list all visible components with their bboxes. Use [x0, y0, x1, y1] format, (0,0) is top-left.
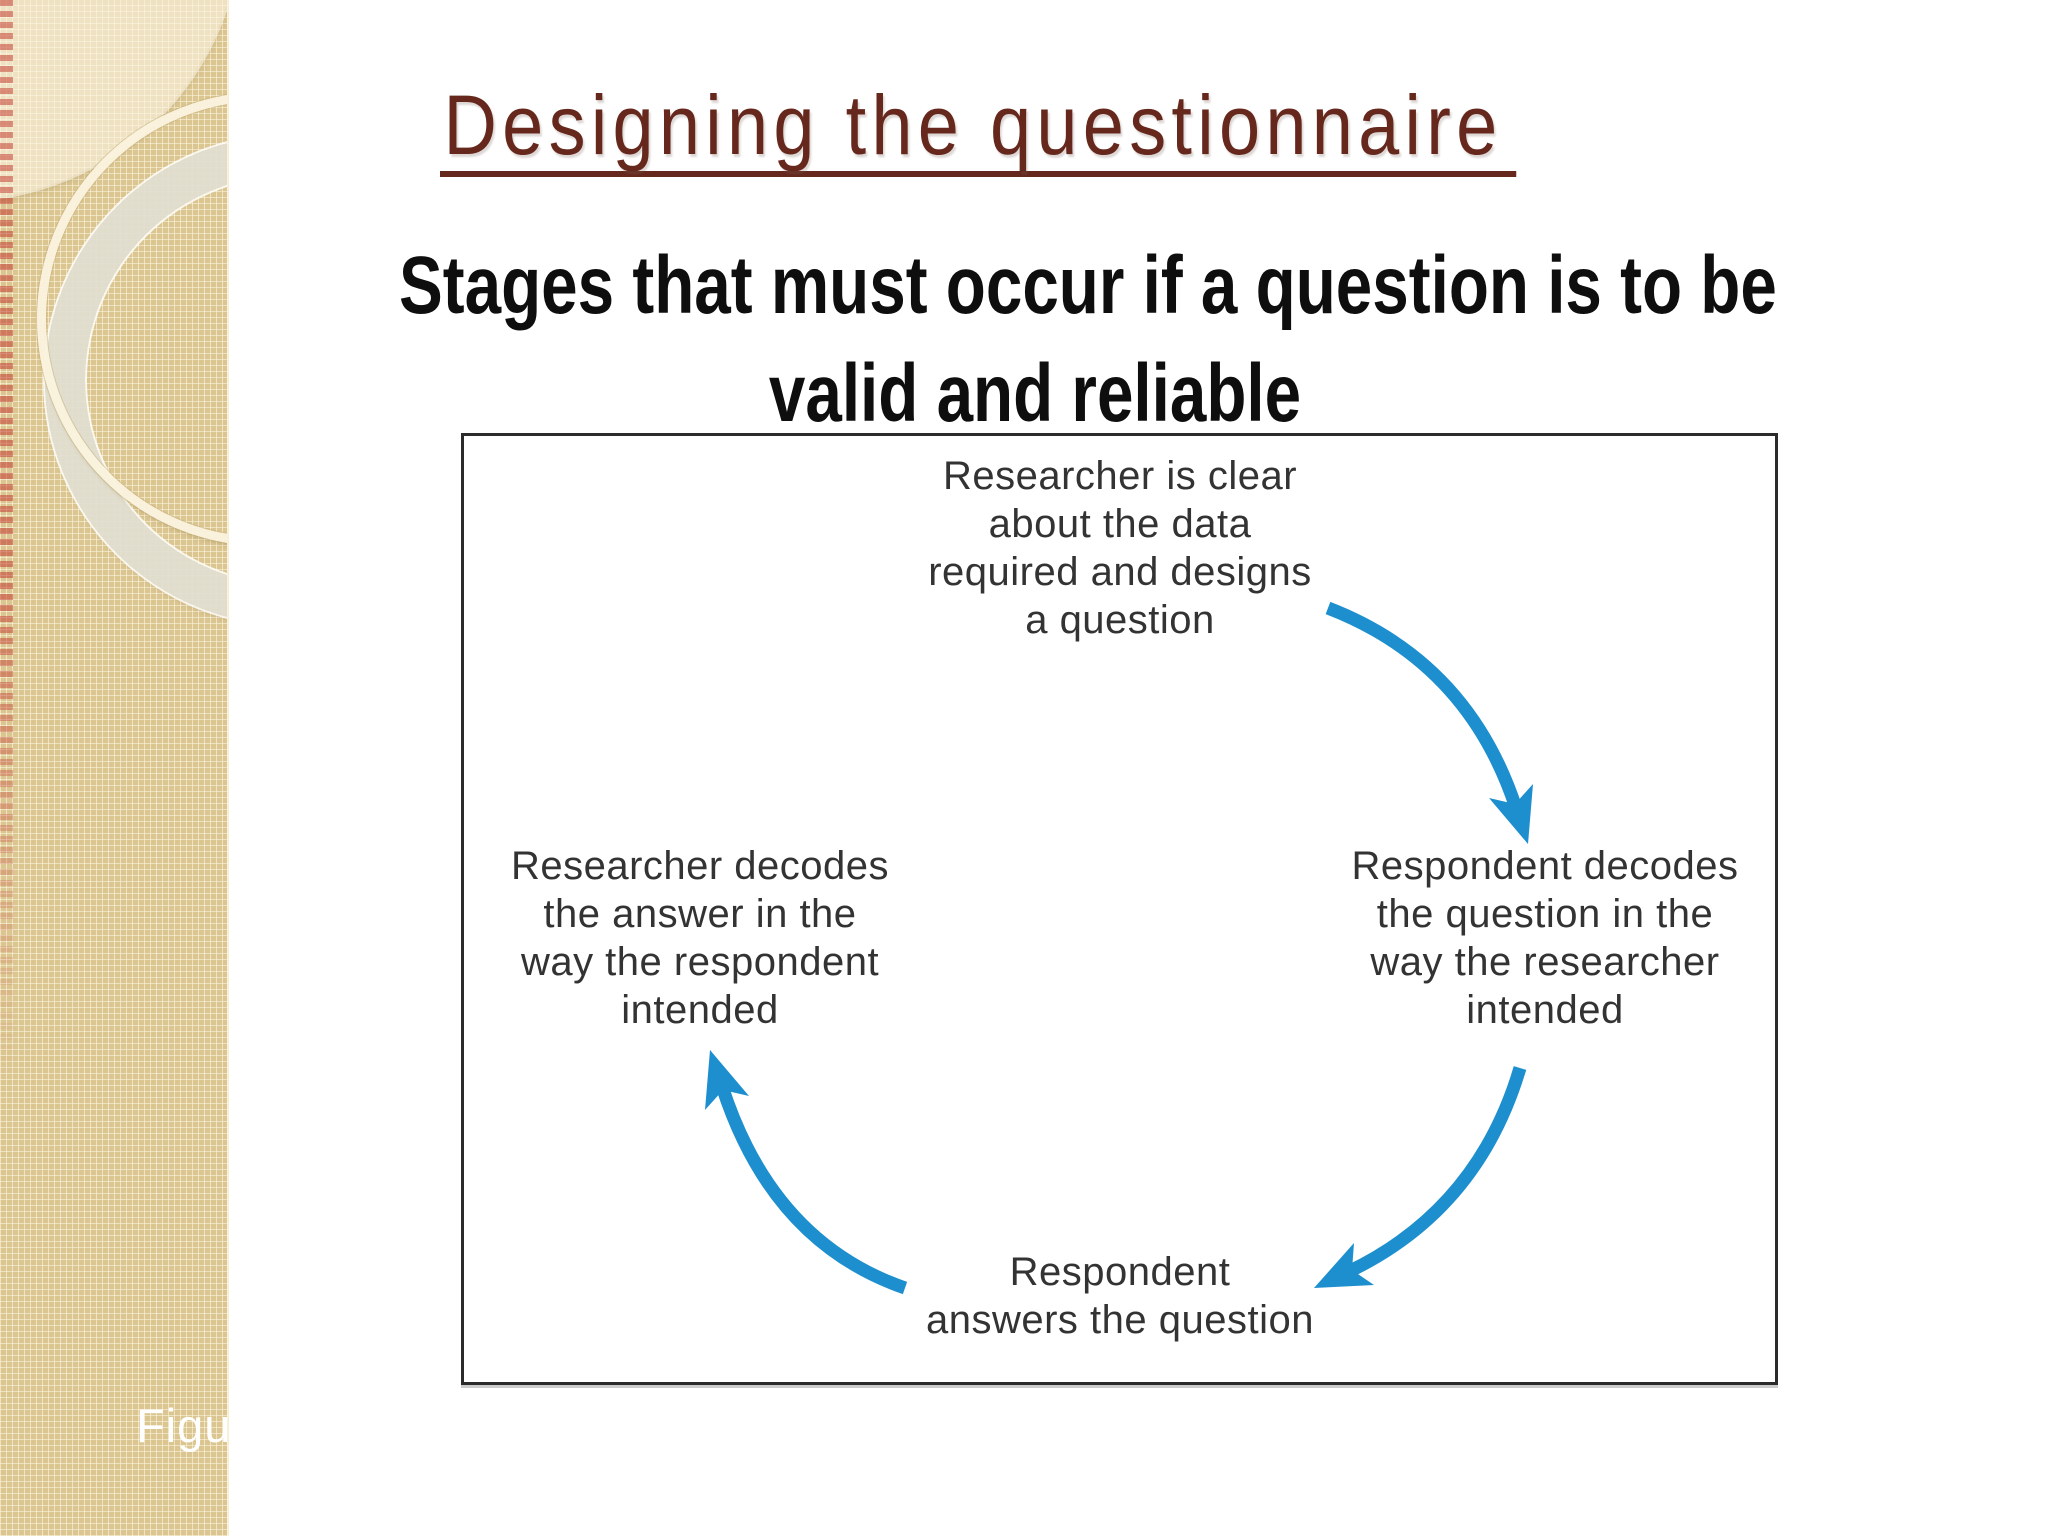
title-block: Designing the questionnaire: [440, 83, 1663, 177]
slide-subtitle: Stages that must occur if a question is …: [399, 232, 1777, 448]
diagram-node-top: Researcher is clear about the data requi…: [928, 454, 1312, 642]
diagram-node-right: Respondent decodes the question in the w…: [1351, 844, 1739, 1032]
diagram-node-bottom: Respondent answers the question: [925, 1250, 1314, 1342]
subtitle-line-1: Stages that must occur if a question is …: [399, 240, 1777, 331]
page-title: Designing the questionnaire: [440, 83, 1517, 177]
sidebar-decoration: Figu: [0, 0, 229, 1536]
subtitle-line-2: valid and reliable: [768, 348, 1302, 439]
diagram-node-left: Researcher decodes the answer in the way…: [510, 844, 890, 1032]
figure-caption-fragment: Figu: [136, 1399, 229, 1452]
diagram-frame: [461, 433, 1778, 1385]
red-edge-pattern: [0, 0, 13, 1080]
